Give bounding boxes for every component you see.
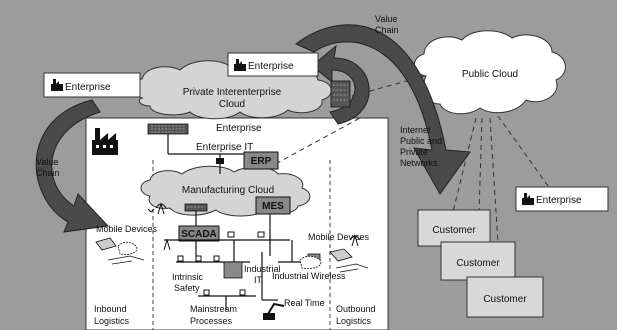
factory-icon [234,59,246,71]
enterprise-top-label: Enterprise [248,61,294,72]
industrial-it-cabinet [223,261,243,279]
robot-arm-icon [263,302,285,320]
plant-area [85,117,389,330]
internet-line2: Public and [400,136,442,146]
value-chain-top-line2: Chain [375,25,399,35]
customer-3-label: Customer [483,294,527,305]
mobile-devices-right-label: Mobile Devices [308,232,370,242]
scada-box: SCADA [178,225,220,242]
internet-line3: Private [400,147,428,157]
customer-1-label: Customer [432,225,476,236]
enterprise-plant-label: Enterprise [216,123,262,134]
enterprise-it-label: Enterprise IT [196,142,253,153]
value-chain-left-line2: Chain [36,168,60,178]
internet-line1: Internet [400,125,431,135]
antenna-icon-left [147,208,155,213]
plant-switch-icon [184,203,208,212]
mobile-devices-left-label: Mobile Devices [96,224,158,234]
plant-nodes [177,231,265,296]
enterprise-box-right: Enterprise [515,186,609,212]
customer-box-3: Customer [466,276,544,318]
real-time-label: Real Time [284,298,325,308]
outbound-line2: Logistics [336,316,372,326]
inbound-line2: Logistics [94,316,130,326]
value-chain-arrow-left [35,99,110,233]
value-chain-top-line1: Value [375,14,397,24]
mainstream-line1: Mainstream [190,304,237,314]
private-cloud-line2: Cloud [219,99,245,110]
mes-label: MES [262,201,284,212]
enterprise-box-top: Enterprise [227,52,319,77]
intrinsic-line2: Safety [174,283,200,293]
outbound-line1: Outbound [336,304,376,314]
industrial-it-line1: Industrial [244,264,281,274]
customer-box-1: Customer [417,209,491,247]
enterprise-right-label: Enterprise [536,195,582,206]
inbound-line1: Inbound [94,304,127,314]
mobile-devices-right [299,248,369,273]
public-cloud: Public Cloud [414,30,566,115]
erp-box: ERP [243,151,279,170]
private-cloud-line1: Private Interenterprise [183,87,282,98]
value-chain-arrow-mid [311,44,370,125]
manufacturing-cloud-label: Manufacturing Cloud [182,185,274,196]
value-chain-left-line1: Value [36,157,58,167]
enterprise-firewall-icon [147,123,189,135]
value-chain-arrow-top [295,24,471,195]
mainstream-line2: Processes [190,316,233,326]
customer-box-2: Customer [440,241,516,281]
it-junction-icon [216,158,224,164]
cloud-firewall-icon [330,80,351,108]
customer-2-label: Customer [456,258,500,269]
industrial-wireless-label: Industrial Wireless [272,271,346,281]
public-cloud-label: Public Cloud [462,69,518,80]
industrial-it-line2: IT [254,275,263,285]
mobile-devices-left [95,237,145,265]
wireless-antenna-icons [155,202,361,251]
internet-line4: Networks [400,158,438,168]
plant-factory-icon [92,128,118,155]
intrinsic-line1: Intrinsic [172,272,204,282]
factory-icon [522,193,534,205]
erp-label: ERP [251,156,272,167]
mes-box: MES [255,196,291,215]
scada-label: SCADA [181,229,217,240]
factory-icon [51,79,63,91]
enterprise-left-label: Enterprise [65,82,111,93]
enterprise-box-left: Enterprise [43,72,141,98]
